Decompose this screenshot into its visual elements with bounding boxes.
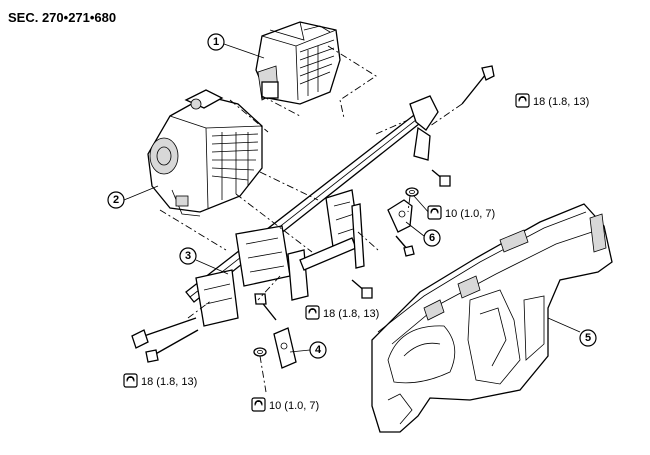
nut-lower bbox=[253, 347, 267, 357]
callout-1-label: 1 bbox=[213, 36, 219, 48]
bolt-lower-left bbox=[145, 329, 199, 363]
torque-spec-1: 18 (1.8, 13) bbox=[515, 93, 589, 108]
heater-cooling-unit bbox=[147, 89, 263, 217]
bolt-center bbox=[351, 279, 373, 299]
torque-spec-4: 18 (1.8, 13) bbox=[123, 373, 197, 388]
nut-upper bbox=[405, 187, 419, 197]
bracket bbox=[273, 327, 297, 369]
alignment-lines bbox=[159, 45, 463, 393]
torque-wrench-icon bbox=[305, 305, 320, 320]
torque-spec-2-value: 10 (1.0, 7) bbox=[445, 208, 495, 220]
callout-4-label: 4 bbox=[315, 344, 322, 356]
callout-4: 4 bbox=[309, 341, 327, 359]
bolt-bracket-upper bbox=[395, 235, 415, 257]
torque-wrench-icon bbox=[427, 205, 442, 220]
callout-6: 6 bbox=[423, 229, 441, 247]
bracket-upper bbox=[387, 199, 413, 233]
callout-6-label: 6 bbox=[429, 232, 435, 244]
torque-spec-5: 10 (1.0, 7) bbox=[251, 397, 319, 412]
callout-leaders bbox=[123, 43, 581, 353]
instrument-panel bbox=[371, 203, 613, 433]
bolt-left-long bbox=[131, 317, 197, 349]
torque-spec-5-value: 10 (1.0, 7) bbox=[269, 400, 319, 412]
callout-1: 1 bbox=[207, 33, 225, 51]
callout-5-label: 5 bbox=[585, 332, 591, 344]
bolt-bracket-lower bbox=[254, 293, 277, 321]
callout-2-label: 2 bbox=[113, 194, 119, 206]
torque-spec-3-value: 18 (1.8, 13) bbox=[323, 308, 379, 320]
section-label: SEC. 270•271•680 bbox=[8, 10, 116, 25]
callout-3-label: 3 bbox=[185, 250, 191, 262]
torque-spec-4-value: 18 (1.8, 13) bbox=[141, 376, 197, 388]
torque-spec-3: 18 (1.8, 13) bbox=[305, 305, 379, 320]
bolt-member-right bbox=[431, 169, 451, 187]
torque-spec-1-value: 18 (1.8, 13) bbox=[533, 96, 589, 108]
callout-3: 3 bbox=[179, 247, 197, 265]
heater-unit-upper bbox=[255, 21, 341, 105]
bolt-top-right bbox=[461, 65, 495, 105]
callout-2: 2 bbox=[107, 191, 125, 209]
torque-wrench-icon bbox=[251, 397, 266, 412]
torque-spec-2: 10 (1.0, 7) bbox=[427, 205, 495, 220]
callout-5: 5 bbox=[579, 329, 597, 347]
steering-member bbox=[185, 95, 439, 327]
torque-wrench-icon bbox=[123, 373, 138, 388]
torque-wrench-icon bbox=[515, 93, 530, 108]
